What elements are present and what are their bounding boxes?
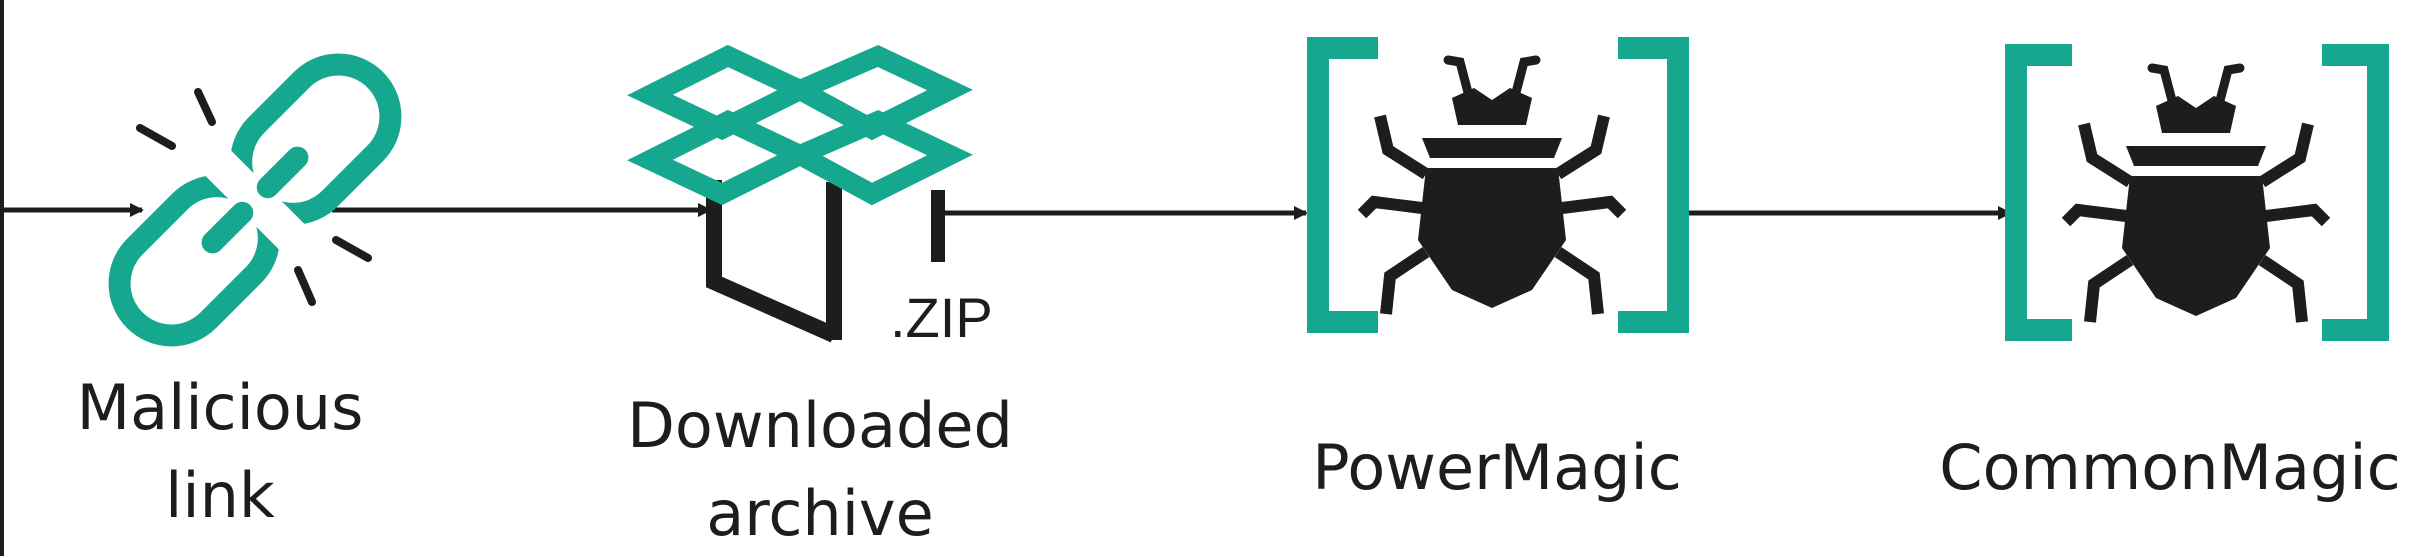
broken-link-icon: [108, 53, 402, 347]
label-line: archive: [706, 477, 934, 550]
label-line: Malicious: [76, 371, 364, 444]
node-label-malicious-link: Malicious link: [40, 364, 400, 540]
label-line: Downloaded: [627, 389, 1013, 462]
label-line: link: [165, 459, 275, 532]
archive-box-icon: [627, 44, 973, 343]
label-line: CommonMagic: [1939, 431, 2401, 504]
label-line: PowerMagic: [1312, 431, 1682, 504]
zip-extension-tag: .ZIP: [890, 286, 993, 349]
node-label-commonmagic: CommonMagic: [1910, 424, 2430, 512]
bug-bracket-icon: [1307, 37, 1689, 333]
node-label-downloaded-archive: Downloaded archive: [610, 382, 1030, 558]
bug-bracket-icon: [2005, 44, 2389, 341]
node-label-powermagic: PowerMagic: [1262, 424, 1732, 512]
